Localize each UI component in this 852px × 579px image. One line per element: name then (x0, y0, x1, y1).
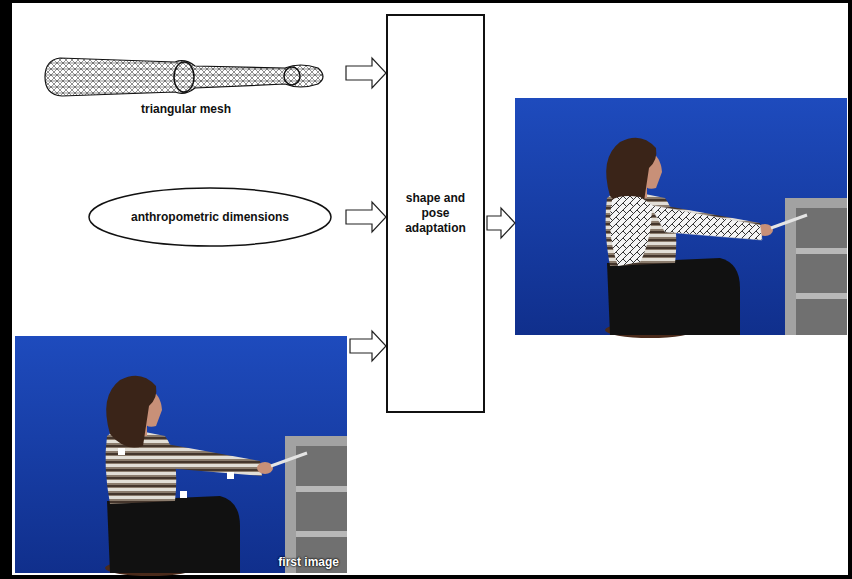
process-box: shape and pose adaptation (386, 14, 485, 413)
mesh-caption: triangular mesh (45, 102, 327, 117)
block-arrow (350, 331, 386, 361)
mesh-illustration: triangular mesh (45, 56, 327, 120)
input-photo: first image (15, 336, 347, 573)
process-label: shape and pose adaptation (398, 191, 474, 236)
input-ellipse: anthropometric dimensions (88, 187, 332, 247)
block-arrow (346, 58, 386, 88)
photo-caption: first image (278, 555, 339, 570)
block-arrow (346, 202, 386, 232)
ellipse-label: anthropometric dimensions (131, 210, 289, 225)
